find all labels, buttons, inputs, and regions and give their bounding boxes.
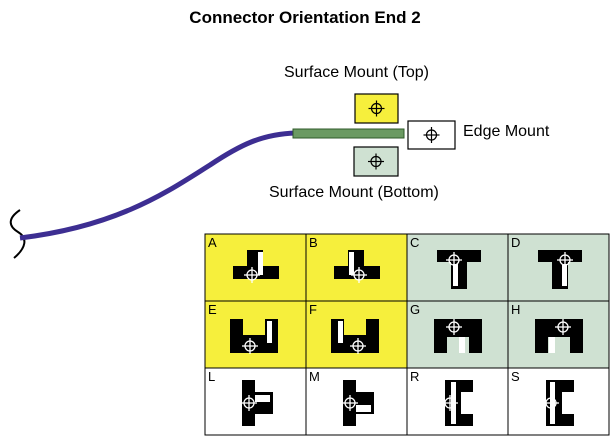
connector-shape-icon <box>442 380 473 426</box>
connector-shape-icon <box>334 250 380 283</box>
target-icon <box>342 395 358 411</box>
cell-letter: E <box>208 302 217 317</box>
orientation-cell-f: F <box>305 300 408 369</box>
target-icon <box>241 395 257 411</box>
edge-mount-label: Edge Mount <box>463 123 550 140</box>
cell-letter: R <box>410 369 419 384</box>
orientation-cell-c: C <box>406 233 509 302</box>
orientation-grid: A B C D E F G H L M R S <box>204 233 610 436</box>
connector-shape-icon <box>233 250 279 283</box>
orientation-cell-b: B <box>305 233 408 302</box>
cell-letter: H <box>511 302 520 317</box>
connector-shape-icon <box>342 380 374 426</box>
orientation-cell-h: H <box>507 300 610 369</box>
orientation-cell-d: D <box>507 233 610 302</box>
connector-shape-icon <box>241 380 273 426</box>
target-icon <box>423 127 440 143</box>
connector-shape-icon <box>437 250 481 289</box>
target-icon <box>442 395 458 411</box>
orientation-cell-m: M <box>305 367 408 436</box>
target-icon <box>446 252 462 268</box>
orientation-cell-g: G <box>406 300 509 369</box>
cable <box>19 130 297 241</box>
cell-letter: A <box>208 235 217 250</box>
cell-letter: F <box>309 302 317 317</box>
orientation-cell-r: R <box>406 367 509 436</box>
connector-shape-icon <box>230 319 278 354</box>
cell-letter: B <box>309 235 318 250</box>
target-icon <box>351 267 367 283</box>
diagram-title: Connector Orientation End 2 <box>189 8 421 27</box>
target-icon <box>368 100 385 117</box>
cable-break-icon <box>9 209 26 259</box>
target-icon <box>242 338 258 354</box>
connector-shape-icon <box>535 319 583 353</box>
surface-mount-bottom-label: Surface Mount (Bottom) <box>269 184 439 201</box>
orientation-cell-e: E <box>204 300 307 369</box>
target-icon <box>446 319 462 335</box>
cell-letter: L <box>208 369 215 384</box>
cell-letter: M <box>309 369 320 384</box>
connector-shape-icon <box>331 319 379 354</box>
connector-shape-icon <box>538 250 582 289</box>
cell-letter: G <box>410 302 420 317</box>
pcb-strip <box>292 128 405 139</box>
connector-shape-icon <box>434 319 482 353</box>
surface-mount-top-label: Surface Mount (Top) <box>284 64 429 81</box>
target-icon <box>244 267 260 283</box>
orientation-cell-l: L <box>204 367 307 436</box>
target-icon <box>555 319 571 335</box>
target-icon <box>557 252 573 268</box>
target-icon <box>543 395 559 411</box>
cell-letter: S <box>511 369 520 384</box>
orientation-cell-s: S <box>507 367 610 436</box>
connector-shape-icon <box>543 380 574 426</box>
cell-letter: D <box>511 235 520 250</box>
orientation-cell-a: A <box>204 233 307 302</box>
target-icon <box>350 338 366 354</box>
target-icon <box>368 153 384 170</box>
cell-letter: C <box>410 235 419 250</box>
